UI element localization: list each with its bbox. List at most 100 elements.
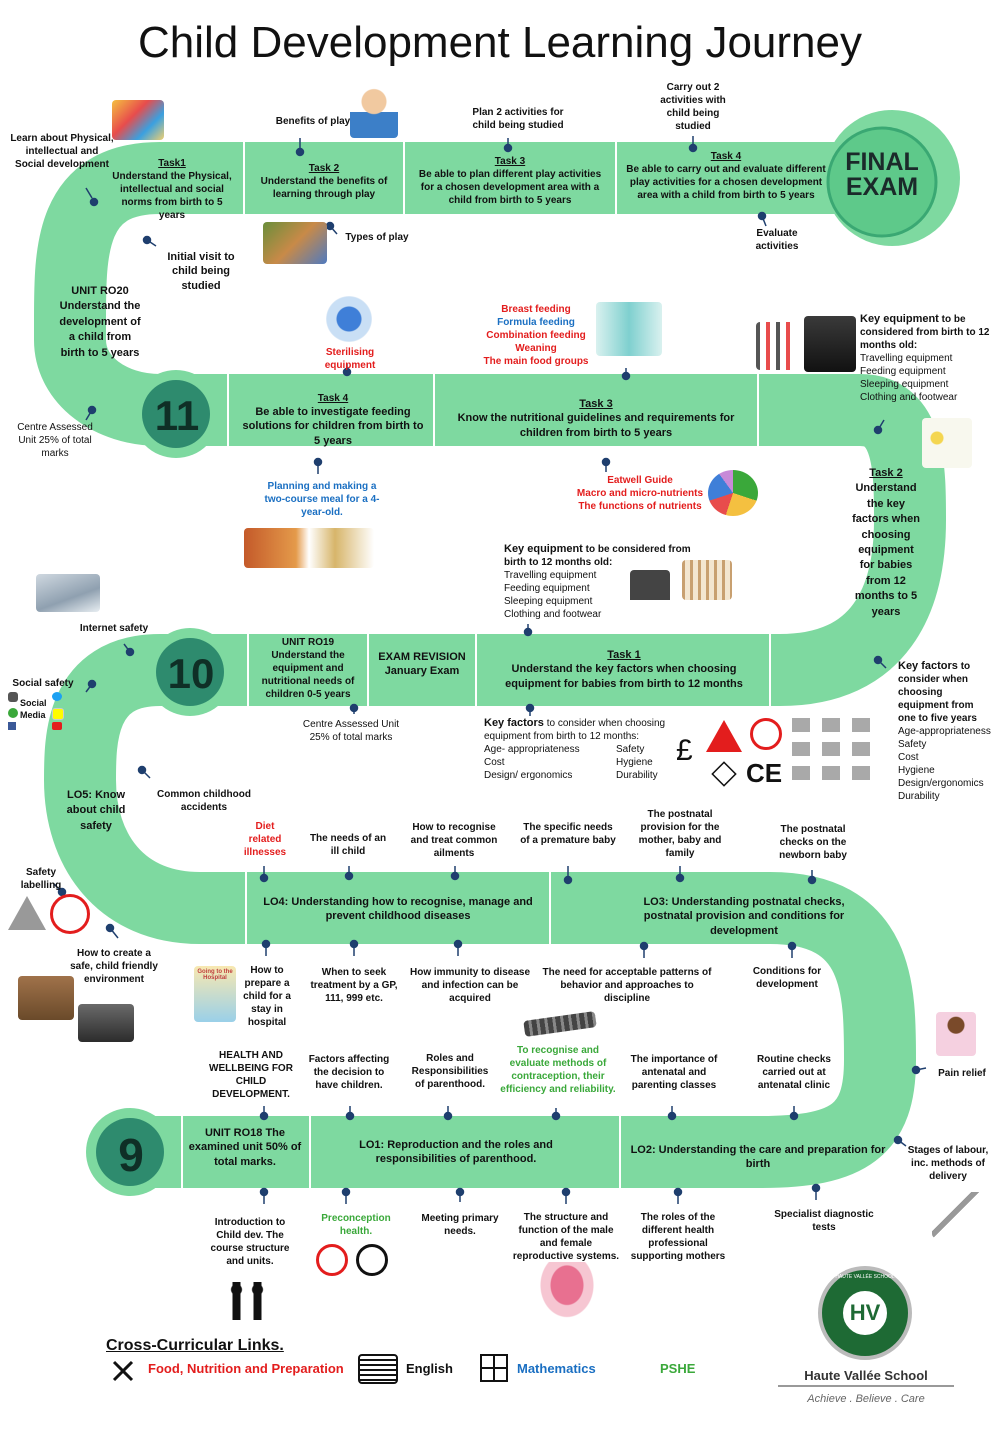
exam-label: EXAM — [845, 173, 919, 201]
year-10-badge: 10 — [167, 650, 215, 697]
reproductive-systems-label: The structure and function of the male a… — [512, 1212, 620, 1262]
carry-out-activities-label: Carry out 2 activities with child being … — [660, 82, 726, 132]
social-media-image: Social Media — [8, 692, 70, 732]
conditions-development-label: Conditions for development — [752, 966, 822, 990]
school-ring-text: HAUTE VALLÉE SCHOOL — [835, 1274, 895, 1280]
care-labels-icon — [792, 718, 870, 788]
lo3-label: LO3: Understanding postnatal checks, pos… — [643, 896, 845, 937]
postnatal-checks-label: The postnatal checks on the newborn baby — [779, 824, 847, 861]
lo2-label: LO2: Understanding the care and preparat… — [630, 1144, 886, 1171]
segment-dividers — [181, 142, 771, 1188]
eatwell-plate-image — [708, 470, 758, 516]
antenatal-classes-label: The importance of antenatal and parentin… — [630, 1054, 718, 1091]
school-motto: Achieve . Believe . Care — [807, 1393, 925, 1405]
health-wellbeing-label: HEALTH AND WELLBEING FOR CHILD DEVELOPME… — [209, 1050, 293, 1100]
key-equipment-right: Key equipment to be considered from birt… — [860, 313, 990, 404]
premature-baby-label: The specific needs of a premature baby — [520, 822, 616, 846]
learn-about-label: Learn about Physical, intellectual and S… — [10, 133, 114, 170]
common-accidents-label: Common childhood accidents — [157, 789, 251, 813]
year-badges — [86, 110, 960, 1196]
whatsapp-icon — [8, 708, 18, 718]
feeding-topic: Formula feeding — [497, 317, 575, 328]
no-alcohol-icon — [316, 1244, 348, 1276]
centre-assessed-ro19: Centre Assessed Unit 25% of total marks — [302, 719, 400, 743]
intro-label: Introduction to Child dev. The course st… — [210, 1217, 290, 1267]
evaluate-label: Evaluate activities — [755, 228, 799, 252]
reproductive-diagram-image — [538, 1262, 596, 1320]
hospital-book-image: Going to the Hospital — [194, 966, 236, 1022]
pound-icon: £ — [676, 734, 693, 767]
school-name: Haute Vallée School — [778, 1368, 954, 1387]
year-11-badge: 11 — [154, 392, 200, 439]
unit-ro20: UNIT RO20 Understand the development of … — [59, 285, 141, 359]
instagram-icon — [8, 692, 18, 702]
age-warning-icon — [50, 894, 90, 934]
cross-food: Food, Nutrition and Preparation — [148, 1361, 344, 1376]
feeding-topic: The main food groups — [483, 356, 589, 367]
baby-clothes-image — [922, 418, 972, 468]
immunity-label: How immunity to disease and infection ca… — [409, 967, 531, 1004]
hospital-stay-label: How to prepare a child for a stay in hos… — [243, 965, 291, 1028]
benefits-of-play-label: Benefits of play — [275, 116, 351, 127]
facebook-icon — [8, 722, 16, 730]
cutlery-image — [756, 322, 796, 370]
parents-icon — [226, 1282, 268, 1320]
ce-mark-icon: CE — [746, 758, 783, 788]
fireguard-image — [18, 976, 74, 1020]
unit-ro18: UNIT RO18 The examined unit 50% of total… — [188, 1127, 302, 1168]
page-title: Child Development Learning Journey — [138, 18, 862, 67]
cot-image — [682, 560, 732, 600]
centre-assessed-ro20: Centre Assessed Unit 25% of total marks — [17, 422, 93, 459]
cross-maths: Mathematics — [517, 1361, 596, 1376]
exam-revision: EXAM REVISION January Exam — [378, 651, 466, 678]
key-factors-mid: Key factors to consider when choosing eq… — [484, 717, 666, 782]
steriliser-image — [326, 296, 372, 342]
cross-english: English — [406, 1361, 453, 1376]
feeding-topic: Combination feeding — [486, 330, 586, 341]
no-smoking-icon — [356, 1244, 388, 1276]
postnatal-provision-label: The postnatal provision for the mother, … — [638, 809, 722, 859]
school-logo: HV HAUTE VALLÉE SCHOOL — [818, 1266, 912, 1360]
stages-labour-label: Stages of labour, inc. methods of delive… — [907, 1145, 989, 1182]
initial-visit-label: Initial visit to child being studied — [167, 251, 235, 292]
youtube-icon — [52, 722, 62, 730]
internet-safety-label: Internet safety — [79, 623, 149, 634]
recognise-ailments-label: How to recognise and treat common ailmen… — [410, 822, 498, 859]
play-area-image — [78, 1004, 134, 1042]
twitter-icon — [52, 692, 62, 701]
laptop-image — [36, 574, 100, 612]
baby-bottles-image — [596, 302, 662, 356]
unit-ro19: UNIT RO19 Understand the equipment and n… — [261, 637, 355, 700]
year-9-badge: 9 — [118, 1129, 144, 1181]
feeding-topic: Weaning — [515, 343, 557, 354]
calculator-icon — [480, 1354, 508, 1382]
painted-hands-image — [112, 100, 164, 140]
types-of-play-label: Types of play — [345, 232, 409, 243]
pain-relief-label: Pain relief — [938, 1068, 986, 1079]
final-exam-badge: FINAL EXAM — [836, 150, 928, 200]
cutlery-icon — [110, 1358, 136, 1384]
pram-image — [630, 570, 670, 620]
contraception-label: To recognise and evaluate methods of con… — [500, 1045, 616, 1095]
preconception-label: Preconception health. — [321, 1213, 391, 1237]
baby-playing-image — [350, 86, 398, 138]
sterilising-label: Sterilising equipment — [324, 347, 376, 371]
plan-activities-label: Plan 2 activities for child being studie… — [472, 107, 564, 131]
feeding-topics: Breast feeding Formula feeding Combinati… — [476, 303, 596, 368]
meals-image — [244, 528, 374, 568]
car-seat-image — [804, 316, 856, 372]
key-equipment-mid: Key equipment to be considered from birt… — [504, 543, 691, 621]
seek-treatment-label: When to seek treatment by a GP, 111, 999… — [310, 967, 398, 1004]
cross-pshe: PSHE — [660, 1361, 696, 1376]
social-safety-label: Social safety — [12, 678, 74, 689]
health-professionals-label: The roles of the different health profes… — [630, 1212, 726, 1262]
